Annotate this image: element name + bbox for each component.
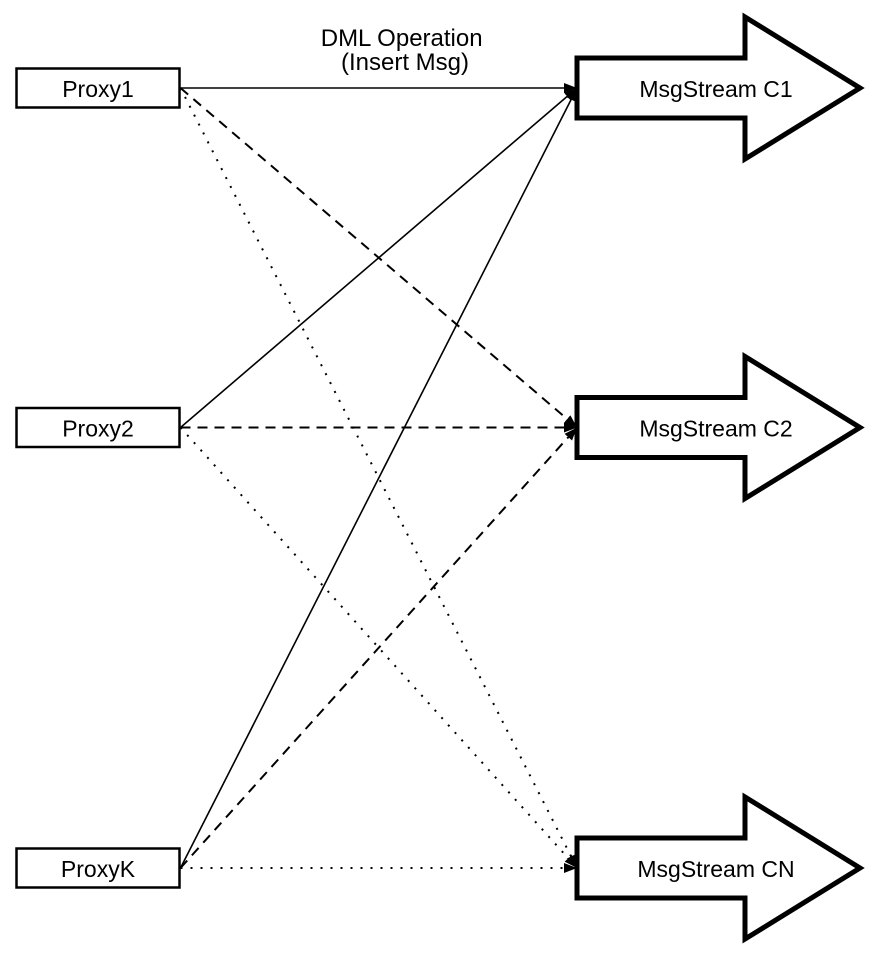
stream-c2-label: MsgStream C2	[639, 416, 792, 442]
stream-c2-node: MsgStream C2	[574, 352, 865, 503]
stream-cn-label: MsgStream CN	[637, 856, 794, 882]
edge-proxyK-to-c1-solid	[179, 87, 578, 869]
stream-c1-arrow-shape	[574, 12, 865, 164]
stream-cn-node: MsgStream CN	[574, 792, 865, 944]
stream-c1-label: MsgStream C1	[639, 76, 792, 102]
proxy1-box	[15, 67, 181, 109]
diagram-caption: DML Operation (Insert Msg)	[321, 25, 490, 76]
proxy2-node: Proxy2	[15, 406, 181, 449]
stream-c2-arrow-shape	[574, 352, 865, 503]
stream-c1-node: MsgStream C1	[574, 12, 865, 164]
proxy2-box	[15, 406, 181, 449]
proxyK-label: ProxyK	[61, 856, 136, 882]
proxyK-node: ProxyK	[15, 847, 181, 889]
proxy1-node: Proxy1	[15, 67, 181, 109]
proxyK-box	[15, 847, 181, 889]
proxy2-label: Proxy2	[62, 416, 134, 442]
edge-proxyK-to-c2-dashed	[179, 426, 578, 869]
caption-line-1: DML Operation	[321, 25, 483, 52]
caption-line-2: (Insert Msg)	[341, 49, 469, 76]
edge-proxy2-to-c1-solid	[179, 87, 578, 429]
proxy1-label: Proxy1	[62, 76, 134, 102]
stream-cn-arrow-shape	[574, 792, 865, 944]
edges-layer	[179, 83, 578, 873]
